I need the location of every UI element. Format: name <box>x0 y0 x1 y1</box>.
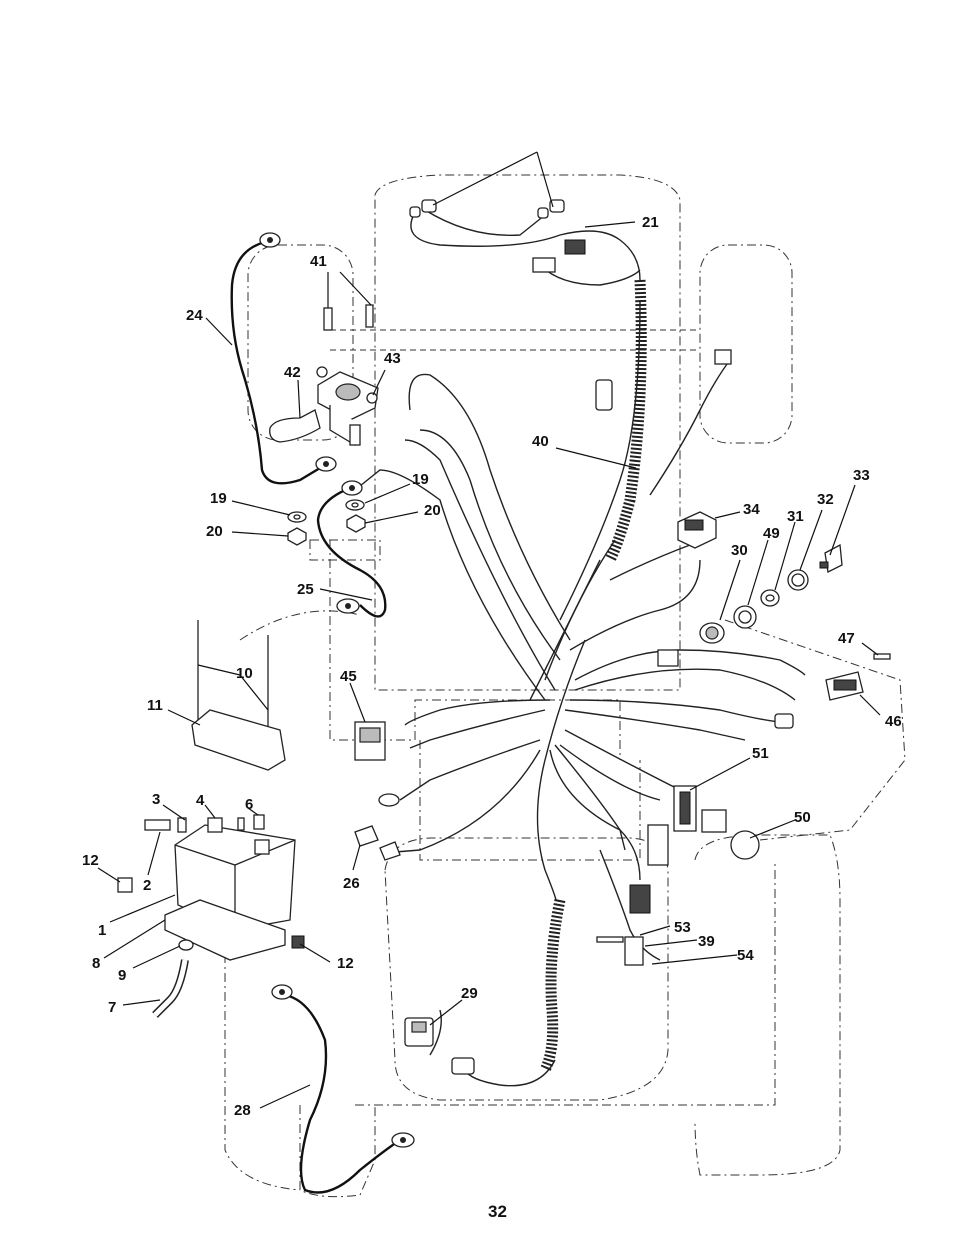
callout-12-right: 12 <box>337 955 354 972</box>
callout-47: 47 <box>838 630 855 647</box>
callout-1: 1 <box>98 922 106 939</box>
callout-54: 54 <box>737 947 754 964</box>
callout-20-left: 20 <box>206 523 223 540</box>
callout-50: 50 <box>794 809 811 826</box>
callout-8: 8 <box>92 955 100 972</box>
callout-26: 26 <box>343 875 360 892</box>
callout-43: 43 <box>384 350 401 367</box>
callout-30: 30 <box>731 542 748 559</box>
callout-28: 28 <box>234 1102 251 1119</box>
callout-19-right: 19 <box>412 471 429 488</box>
callout-29: 29 <box>461 985 478 1002</box>
callout-9: 9 <box>118 967 126 984</box>
callout-12-left: 12 <box>82 852 99 869</box>
callout-20-right: 20 <box>424 502 441 519</box>
callout-33: 33 <box>853 467 870 484</box>
callout-51: 51 <box>752 745 769 762</box>
callout-31: 31 <box>787 508 804 525</box>
leader-lines <box>98 152 880 1108</box>
callout-24: 24 <box>186 307 203 324</box>
callout-45: 45 <box>340 668 357 685</box>
callout-21: 21 <box>642 214 659 231</box>
callout-19-left: 19 <box>210 490 227 507</box>
callout-25: 25 <box>297 581 314 598</box>
callout-32: 32 <box>817 491 834 508</box>
callout-10: 10 <box>236 665 253 682</box>
callout-34: 34 <box>743 501 760 518</box>
left-components <box>355 722 643 1074</box>
callout-11: 11 <box>147 697 163 714</box>
callout-4: 4 <box>196 792 205 809</box>
callout-40: 40 <box>532 433 549 450</box>
page-number: 32 <box>488 1202 507 1221</box>
callout-7: 7 <box>108 999 116 1016</box>
callout-3: 3 <box>152 791 160 808</box>
battery-group <box>118 620 304 960</box>
callout-39: 39 <box>698 933 715 950</box>
callout-46: 46 <box>885 713 902 730</box>
callout-49: 49 <box>763 525 780 542</box>
callout-42: 42 <box>284 364 301 381</box>
callout-41: 41 <box>310 253 327 270</box>
solenoid-assembly <box>270 305 378 545</box>
callout-2: 2 <box>143 877 151 894</box>
callout-6: 6 <box>245 796 253 813</box>
callout-53: 53 <box>674 919 691 936</box>
